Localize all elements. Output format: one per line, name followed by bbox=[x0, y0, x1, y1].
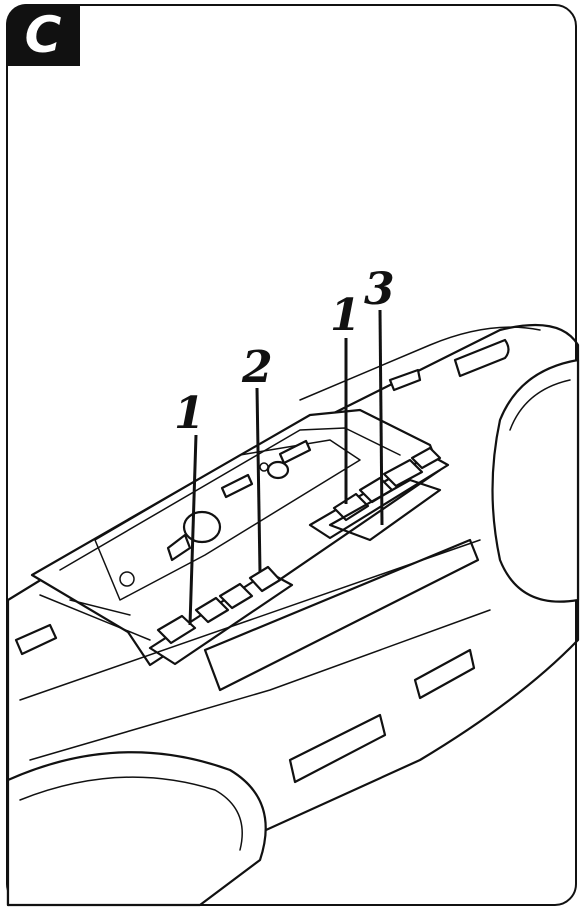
front-panel-edge bbox=[19, 539, 481, 701]
left-speaker bbox=[6, 751, 267, 907]
front-grille-right bbox=[413, 648, 476, 700]
side-switch bbox=[14, 623, 58, 656]
callout-right-1: 1 bbox=[330, 290, 361, 341]
deck-slider-1 bbox=[220, 473, 254, 499]
reel-hole-right bbox=[266, 460, 290, 480]
callout-left-2-line bbox=[255, 387, 262, 573]
right-button-highlight bbox=[328, 478, 442, 542]
callout-left-1-line bbox=[188, 434, 198, 626]
reel-hole-large bbox=[182, 510, 222, 544]
top-handle-recess bbox=[453, 338, 510, 378]
right-button-1[interactable] bbox=[332, 492, 370, 522]
cassette-deck-inner bbox=[59, 427, 401, 571]
left-speaker-ring bbox=[19, 776, 243, 851]
deck-slider-2 bbox=[278, 439, 312, 465]
body-outline bbox=[6, 323, 580, 907]
right-speaker-ring bbox=[509, 379, 571, 431]
reel-dot bbox=[259, 462, 269, 472]
left-button-1[interactable] bbox=[156, 614, 197, 645]
deck-slot-lower bbox=[39, 594, 151, 641]
callout-right-3: 3 bbox=[364, 264, 395, 315]
body-top-edge bbox=[299, 326, 541, 401]
right-button-b[interactable] bbox=[410, 446, 442, 470]
callout-left-2: 2 bbox=[241, 342, 273, 393]
cassette-window bbox=[94, 439, 361, 601]
left-button-a[interactable] bbox=[194, 596, 230, 624]
cassette-deck-plate bbox=[30, 408, 442, 667]
left-button-b[interactable] bbox=[218, 582, 254, 610]
reel-hole-small bbox=[119, 571, 135, 587]
callout-left-1: 1 bbox=[174, 388, 205, 439]
front-panel-lower-edge bbox=[29, 609, 491, 761]
panel-letter-badge: C bbox=[6, 4, 80, 66]
reel-spindle bbox=[166, 533, 192, 562]
right-button-3[interactable] bbox=[382, 458, 424, 488]
callout-right-3-line bbox=[378, 309, 384, 526]
deck-slot-left bbox=[69, 599, 131, 616]
left-button-2[interactable] bbox=[248, 565, 282, 593]
front-grille-upper bbox=[203, 538, 480, 692]
front-grille-left bbox=[288, 713, 387, 784]
top-slider bbox=[388, 368, 422, 392]
